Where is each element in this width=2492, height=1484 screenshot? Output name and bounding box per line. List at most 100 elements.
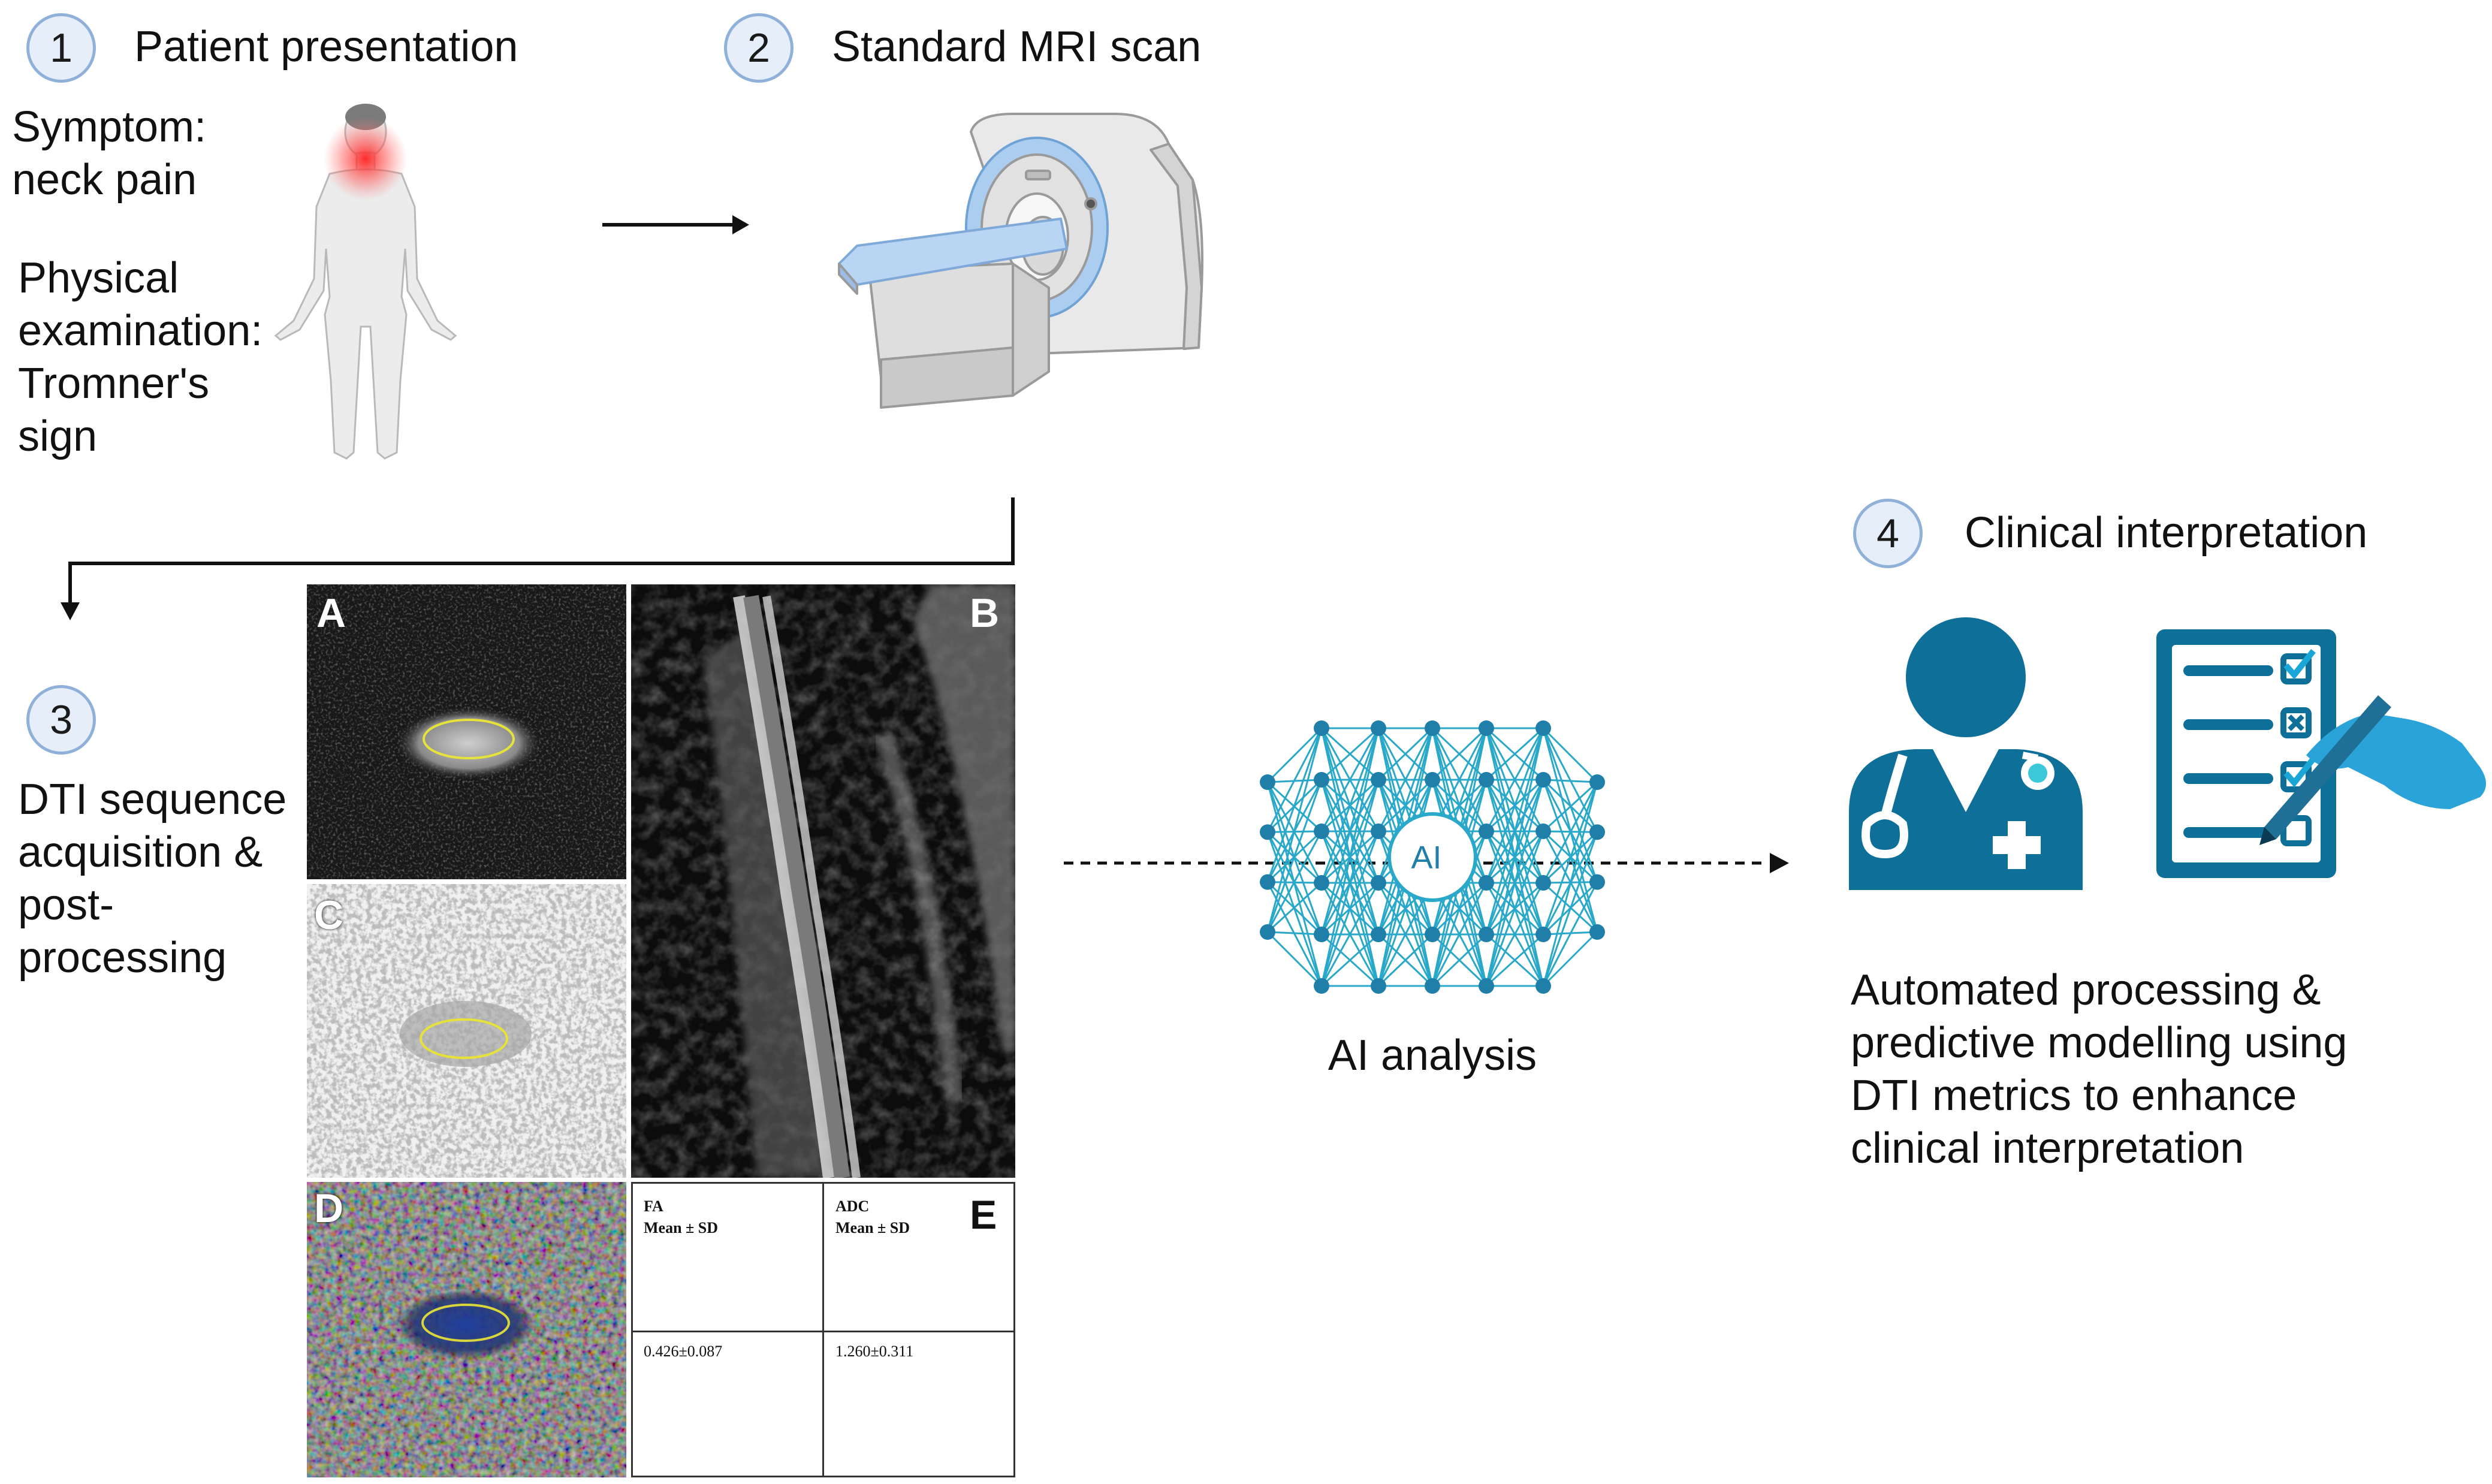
nn-connection [1266, 727, 1323, 783]
nn-connection [1485, 779, 1544, 987]
nn-node [1371, 720, 1386, 736]
nn-connection [1320, 882, 1380, 987]
panel-c-roi [420, 1018, 508, 1059]
nn-connection [1542, 881, 1598, 987]
clinical-caption: Automated processing & predictive modell… [1851, 964, 2347, 1175]
nn-node [1425, 927, 1440, 942]
nn-connection [1542, 931, 1598, 987]
nn-node [1589, 774, 1605, 790]
panel-a-label: A [316, 590, 346, 636]
panel-c-map: C [307, 884, 626, 1178]
doctor-icon [1849, 617, 2083, 890]
nn-connection [1320, 728, 1380, 883]
nn-node [1371, 772, 1386, 788]
nn-connection [1320, 831, 1380, 987]
nn-node [1314, 875, 1329, 891]
exam-line-1: Physical [18, 254, 179, 302]
nn-connection [1320, 728, 1380, 935]
nn-connection [1485, 727, 1544, 781]
nn-connection [1320, 727, 1380, 781]
ai-analysis-caption: AI analysis [1328, 1031, 1537, 1079]
nn-connection [1320, 933, 1380, 987]
nn-node [1479, 875, 1494, 891]
clinical-caption-line-3: DTI metrics to enhance [1851, 1072, 2297, 1120]
symptom-line-1: Symptom: [12, 103, 207, 151]
panel-c-label: C [314, 892, 344, 938]
panel-b-image [631, 584, 1015, 1178]
nn-connection [1377, 933, 1434, 987]
patient-figure-icon [274, 104, 457, 460]
nn-node [1425, 772, 1440, 788]
panel-e-metrics-table: FA Mean ± SD ADC Mean ± SD 0.426±0.087 1… [631, 1182, 1015, 1477]
exam-line-2: examination: [18, 307, 263, 355]
nn-connection [1266, 882, 1323, 933]
nn-connection [1542, 782, 1598, 987]
step-1-number: 1 [50, 25, 73, 71]
step-1-title: Patient presentation [134, 23, 518, 71]
nn-node [1425, 720, 1440, 736]
nn-node [1589, 824, 1605, 840]
nn-connection [1266, 728, 1323, 833]
ai-neural-network-icon [1260, 720, 1605, 994]
table-header-fa: FA Mean ± SD [644, 1196, 718, 1239]
nn-node [1314, 824, 1329, 839]
nn-connection [1431, 933, 1488, 987]
nn-connection [1431, 727, 1488, 781]
nn-node [1260, 774, 1275, 790]
table-header-adc-stat: Mean ± SD [835, 1219, 910, 1236]
nn-connection [1542, 727, 1598, 783]
nn-connection [1431, 882, 1488, 987]
nn-node [1314, 772, 1329, 788]
step-2-badge: 2 [724, 13, 794, 83]
neck-pain-highlight [324, 117, 408, 201]
nn-node [1535, 875, 1551, 891]
panel-e-label: E [970, 1192, 997, 1238]
table-header-fa-stat: Mean ± SD [644, 1219, 719, 1236]
nn-node [1371, 978, 1386, 994]
nn-connection [1485, 882, 1544, 987]
nn-node [1371, 927, 1386, 942]
checklist-box-1 [2280, 653, 2312, 684]
panel-b-sagittal-mri: B [631, 584, 1015, 1178]
nn-node [1314, 720, 1329, 736]
nn-node [1425, 978, 1440, 994]
table-value-adc: 1.260±0.311 [835, 1343, 914, 1360]
nn-node [1479, 720, 1494, 736]
nn-node [1479, 927, 1494, 942]
table-header-adc: ADC Mean ± SD [835, 1196, 910, 1239]
nn-node [1260, 824, 1275, 840]
step-1-badge: 1 [26, 13, 96, 83]
nn-node [1589, 924, 1605, 940]
nn-node [1479, 772, 1494, 788]
nn-connection [1542, 782, 1598, 883]
dti-caption-line-2: acquisition & [18, 828, 263, 876]
checklist-icon [2156, 629, 2486, 878]
nn-connection [1485, 728, 1544, 883]
nn-node [1479, 824, 1494, 839]
nn-connection [1377, 727, 1434, 781]
nn-connection [1266, 728, 1323, 933]
clinical-caption-line-4: clinical interpretation [1851, 1124, 2244, 1172]
step-2-number: 2 [747, 25, 770, 71]
dti-caption-line-4: processing [18, 934, 227, 982]
table-value-fa: 0.426±0.087 [644, 1343, 723, 1360]
dti-caption-line-3: post- [18, 881, 114, 929]
nn-connection [1266, 728, 1323, 883]
nn-connection [1266, 931, 1323, 987]
nn-node [1371, 824, 1386, 839]
nn-connection [1543, 779, 1598, 783]
exam-line-3: Tromner's [18, 360, 210, 408]
panel-d-roi [421, 1304, 510, 1342]
nn-connection [1542, 831, 1598, 987]
panel-c-image [307, 884, 626, 1178]
nn-connection [1266, 779, 1323, 933]
nn-node [1535, 824, 1551, 839]
panel-a-image [307, 584, 626, 879]
table-header-fa-metric: FA [644, 1198, 663, 1215]
mri-scanner-icon [838, 113, 1203, 409]
nn-node [1260, 924, 1275, 940]
dashed-arrow-to-clinical [1064, 853, 1789, 873]
step-3-badge: 3 [26, 685, 96, 755]
table-vertical-divider [822, 1184, 824, 1476]
nn-node [1589, 874, 1605, 890]
